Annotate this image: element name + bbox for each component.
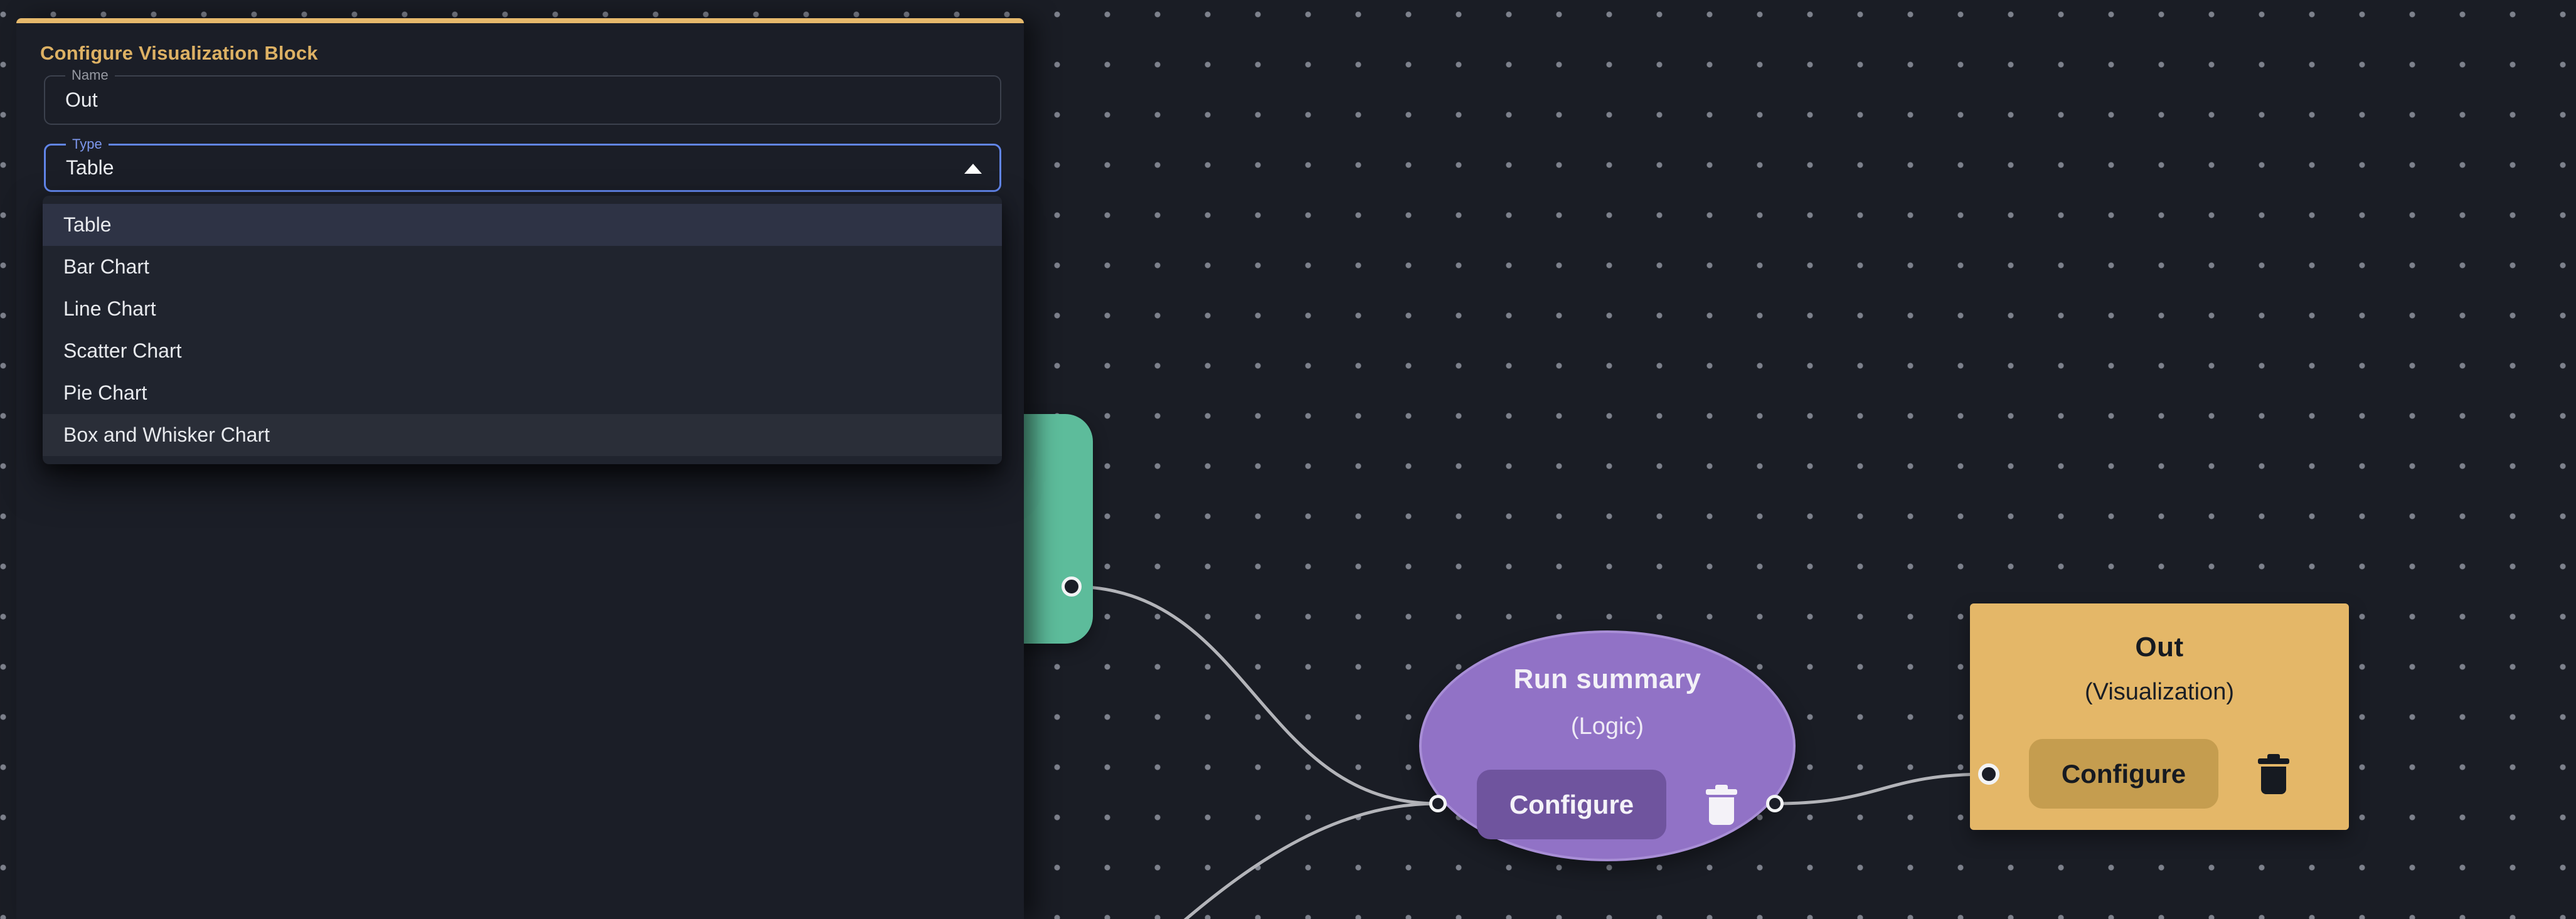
panel-title: Configure Visualization Block bbox=[40, 42, 318, 64]
menu-item-box-and-whisker[interactable]: Box and Whisker Chart bbox=[43, 414, 1002, 456]
type-dropdown-menu: Table Bar Chart Line Chart Scatter Chart… bbox=[43, 196, 1002, 464]
type-field-label: Type bbox=[66, 136, 109, 152]
connection-handle-source-out[interactable] bbox=[1062, 576, 1082, 597]
edge-logic-to-offscreen[interactable] bbox=[1067, 802, 1440, 919]
menu-item-line-chart[interactable]: Line Chart bbox=[63, 297, 156, 320]
node-actions: Configure bbox=[1970, 739, 2349, 809]
node-out[interactable]: Out (Visualization) Configure bbox=[1970, 603, 2349, 830]
configure-visualization-panel: Configure Visualization Block Name Type … bbox=[16, 18, 1024, 919]
node-title: Out bbox=[2135, 632, 2184, 662]
node-title: Run summary bbox=[1513, 664, 1701, 694]
trash-icon[interactable] bbox=[2257, 753, 2290, 794]
node-subtitle: (Visualization) bbox=[2085, 679, 2234, 705]
edge-source-to-logic[interactable] bbox=[1070, 585, 1440, 805]
node-subtitle: (Logic) bbox=[1570, 713, 1644, 740]
menu-item-bar-chart[interactable]: Bar Chart bbox=[63, 255, 149, 278]
name-field[interactable]: Name bbox=[44, 67, 1001, 125]
menu-item-scatter-chart[interactable]: Scatter Chart bbox=[63, 339, 182, 362]
connection-handle-logic-out[interactable] bbox=[1766, 795, 1784, 812]
panel-accent-bar bbox=[16, 18, 1024, 23]
chevron-up-icon bbox=[964, 163, 982, 174]
menu-item-table[interactable]: Table bbox=[43, 204, 1002, 246]
type-select[interactable]: Type Table bbox=[44, 136, 1001, 192]
connection-handle-logic-in[interactable] bbox=[1429, 795, 1447, 812]
node-actions: Configure bbox=[1422, 770, 1793, 839]
configure-button[interactable]: Configure bbox=[2028, 739, 2219, 809]
name-input[interactable] bbox=[65, 77, 944, 124]
menu-item-pie-chart[interactable]: Pie Chart bbox=[63, 381, 147, 404]
configure-button[interactable]: Configure bbox=[1476, 770, 1667, 839]
connection-handle-out-in[interactable] bbox=[1978, 763, 1999, 785]
type-select-value: Table bbox=[66, 156, 114, 179]
trash-icon[interactable] bbox=[1705, 784, 1738, 825]
node-run-summary[interactable]: Run summary (Logic) Configure bbox=[1419, 630, 1796, 861]
edge-logic-to-out[interactable] bbox=[1773, 772, 1991, 805]
